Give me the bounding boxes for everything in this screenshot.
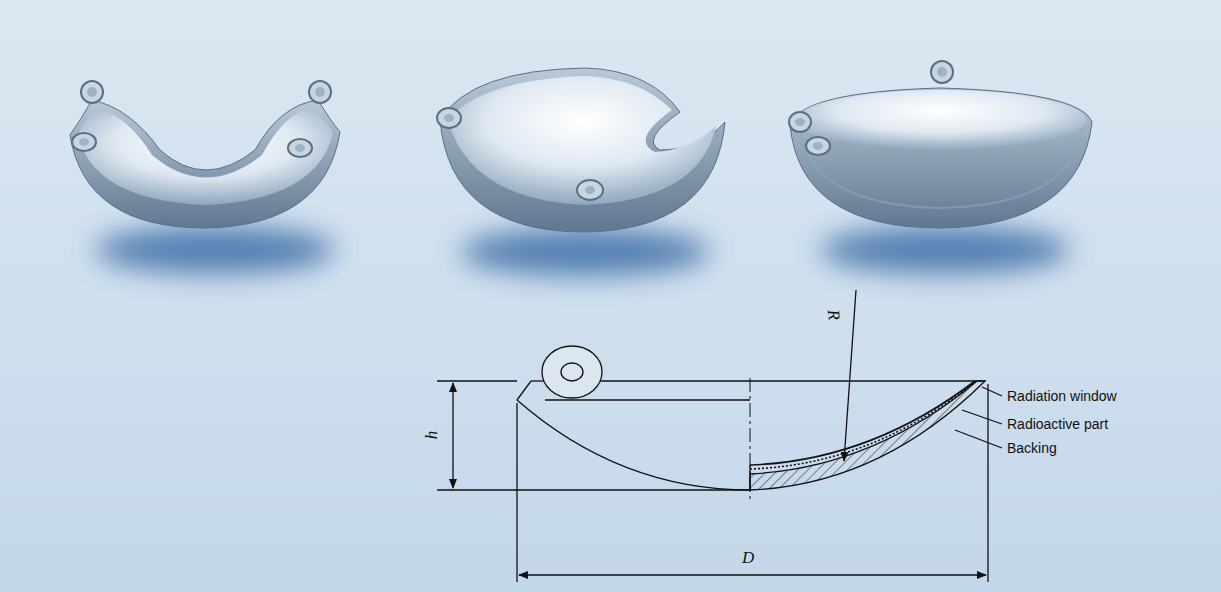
technical-drawing	[437, 290, 1002, 582]
shadow	[95, 226, 1070, 276]
part-name: Backing	[1007, 439, 1057, 457]
part-name: Radiation window	[1007, 387, 1117, 405]
applicator-left	[70, 81, 340, 228]
radius-label: R	[824, 309, 843, 321]
applicator-right	[789, 61, 1092, 228]
diameter-label: D	[742, 549, 754, 567]
part-name: Radioactive part	[1007, 415, 1108, 433]
applicator-middle	[437, 68, 725, 232]
height-label: h	[423, 431, 441, 440]
